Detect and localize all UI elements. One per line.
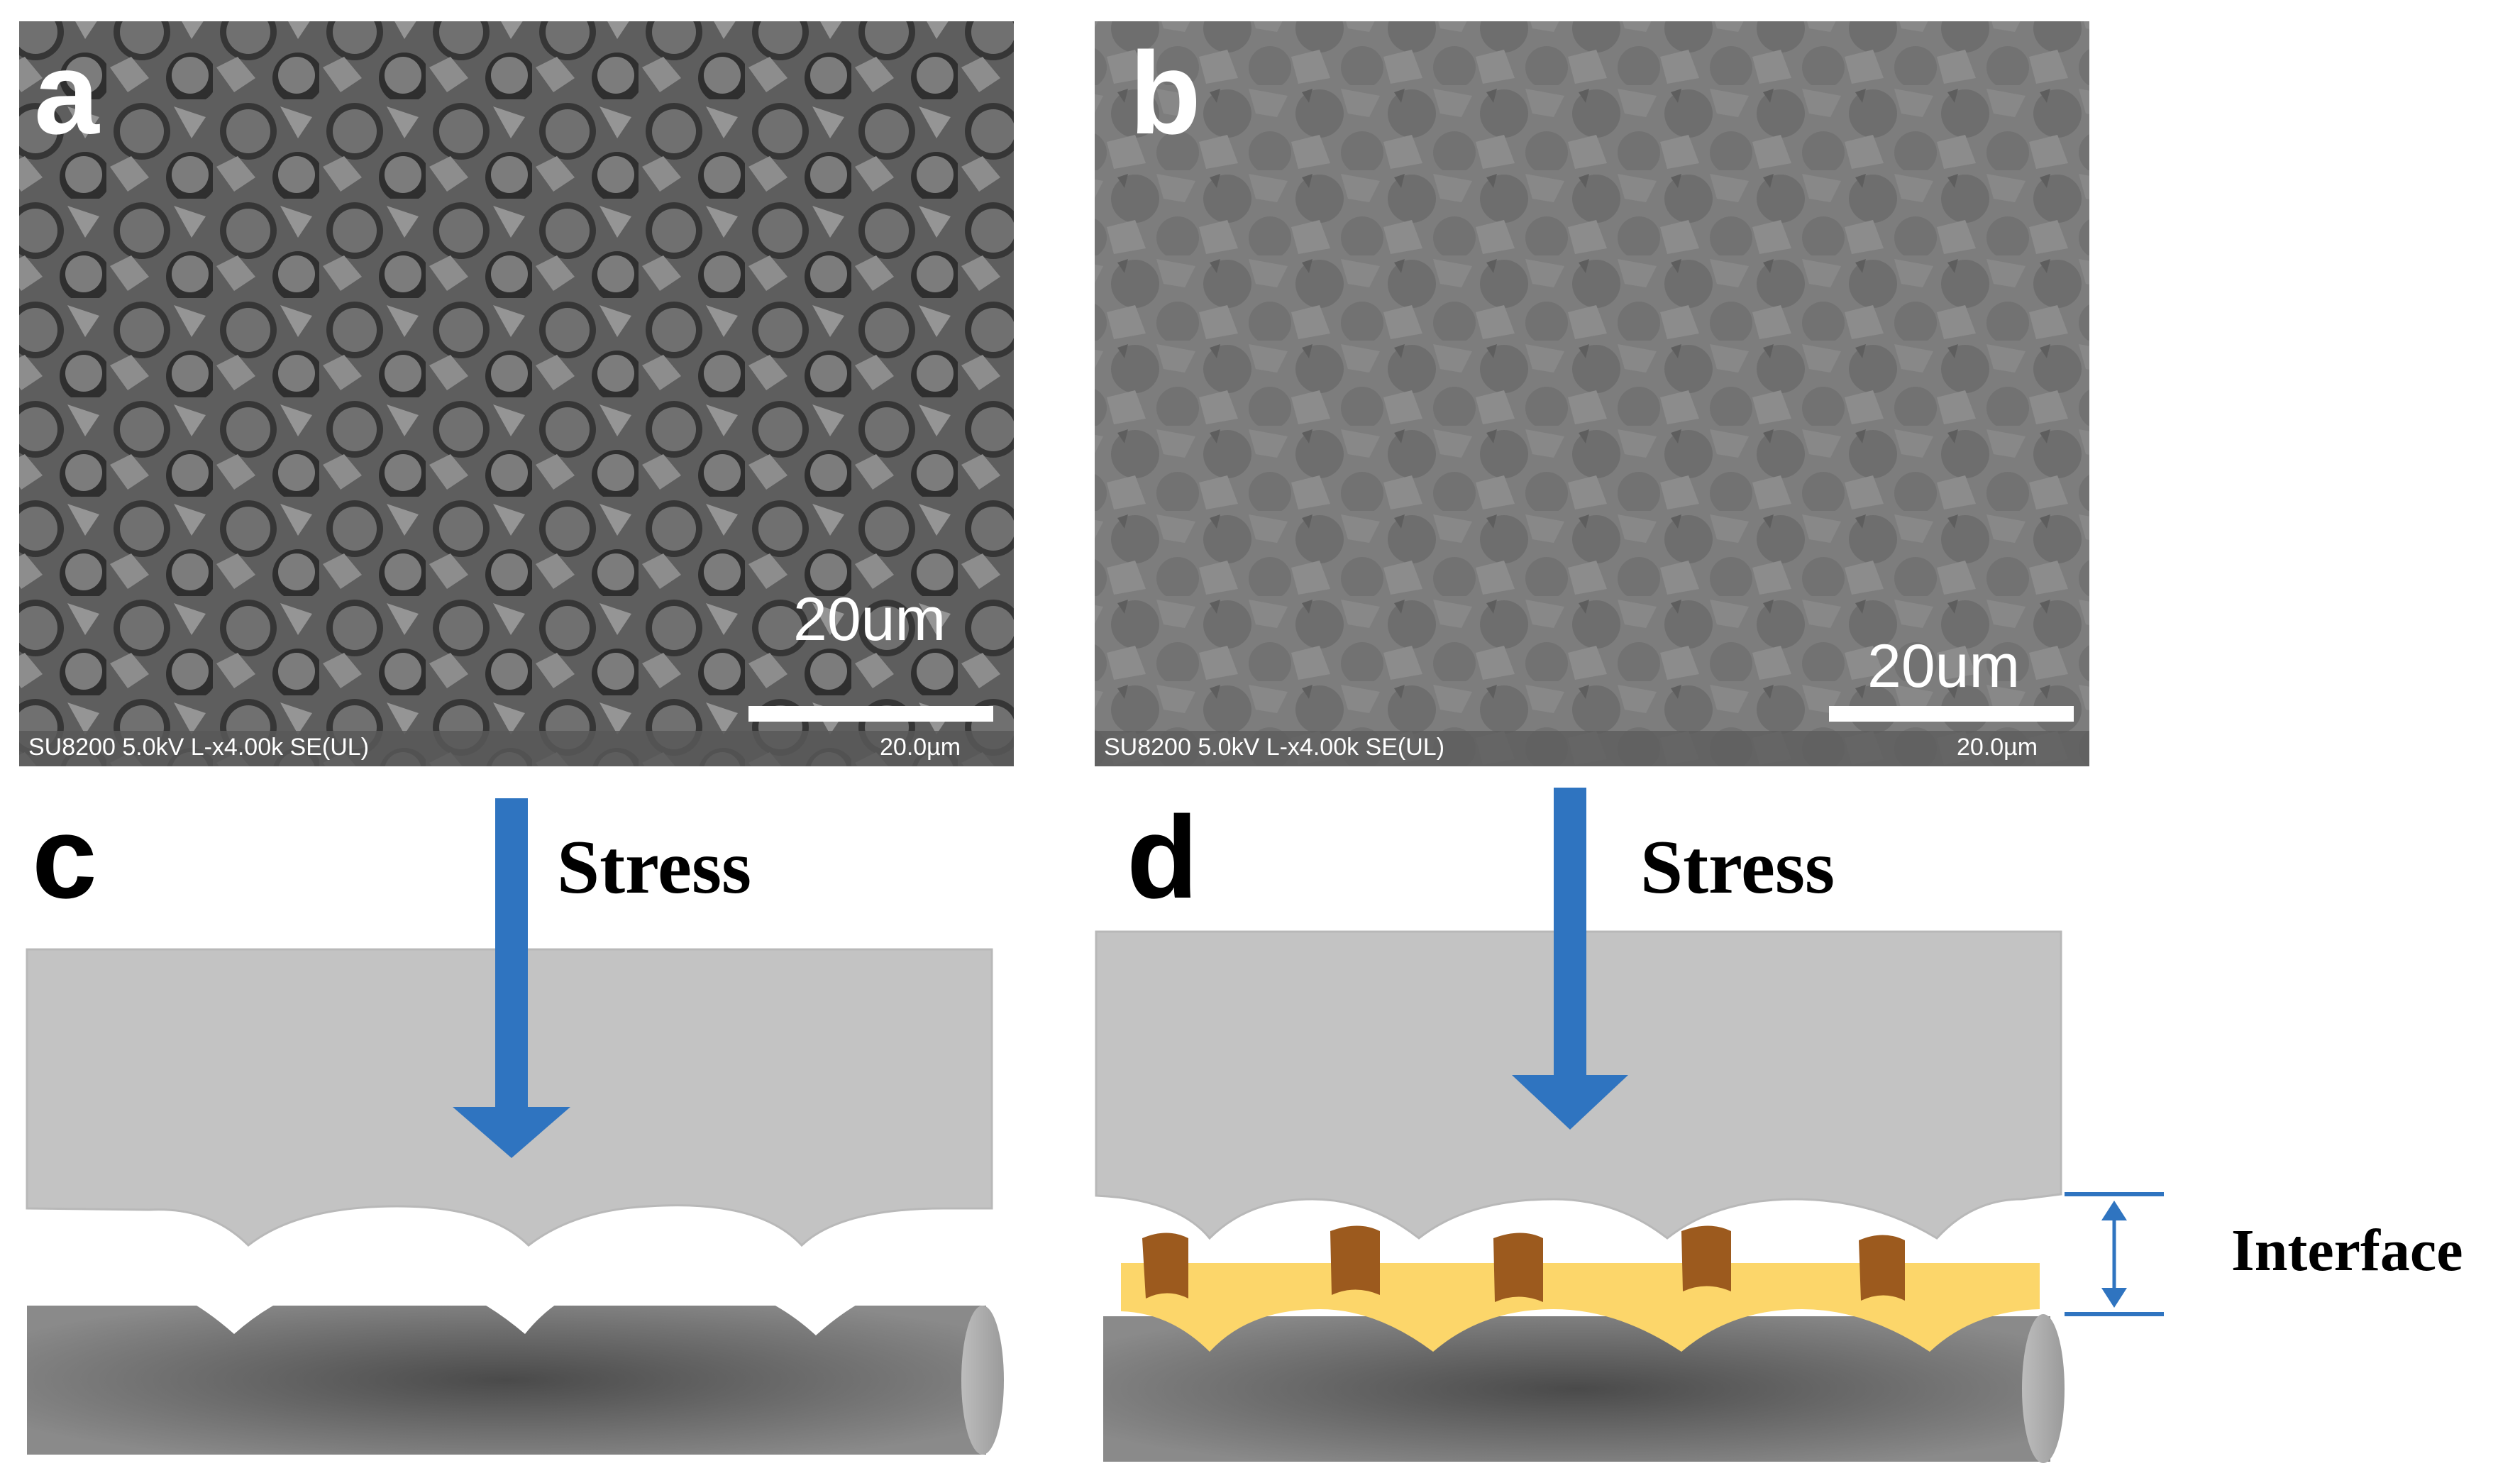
fiber-c xyxy=(27,1306,986,1455)
panel-letter-d: d xyxy=(1127,792,1198,922)
panel-c: c Stress xyxy=(26,792,1004,1455)
sizing-particles xyxy=(1142,1225,1905,1302)
sem-info-bar-a xyxy=(19,731,1014,766)
sem-image-b xyxy=(1095,21,2089,766)
stress-label-d: Stress xyxy=(1640,825,1835,910)
panel-letter-c: c xyxy=(32,792,97,922)
panel-d: d Stress Interface xyxy=(1095,788,2463,1463)
stress-label-c: Stress xyxy=(557,825,751,910)
panel-letter-a: a xyxy=(34,28,100,158)
scale-bar-a xyxy=(748,706,993,722)
particle xyxy=(1859,1235,1905,1301)
particle xyxy=(1142,1233,1188,1299)
fiber-end-d xyxy=(2022,1314,2065,1463)
stress-arrow-shaft-c xyxy=(495,798,528,1110)
stress-arrow-head-c xyxy=(453,1107,570,1158)
stress-arrow-head-d xyxy=(1512,1075,1628,1130)
fiber-end-c xyxy=(961,1306,1004,1455)
particle xyxy=(1330,1225,1380,1295)
scale-label-b: 20um xyxy=(1867,632,2020,700)
panel-a: a 20um SU8200 5.0kV L-x4.00k SE(UL) 20.0… xyxy=(19,21,1014,766)
interface-label: Interface xyxy=(2231,1218,2463,1284)
scale-bar-b xyxy=(1829,706,2074,722)
scale-bar-label-a: 20.0µm xyxy=(880,734,961,761)
panel-b: b 20um SU8200 5.0kV L-x4.00k SE(UL) 20.0… xyxy=(1095,21,2089,766)
sem-info-bar-b xyxy=(1095,731,2089,766)
sem-info-a: SU8200 5.0kV L-x4.00k SE(UL) xyxy=(28,734,369,761)
particle xyxy=(1493,1233,1543,1302)
panel-letter-b: b xyxy=(1129,28,1201,158)
particle xyxy=(1681,1225,1731,1291)
sem-image-a xyxy=(19,21,1014,766)
sem-info-b: SU8200 5.0kV L-x4.00k SE(UL) xyxy=(1104,734,1444,761)
stress-arrow-shaft-d xyxy=(1554,788,1586,1100)
scale-label-a: 20um xyxy=(793,585,946,654)
scale-bar-label-b: 20.0µm xyxy=(1957,734,2038,761)
fiber-d xyxy=(1103,1316,2050,1462)
